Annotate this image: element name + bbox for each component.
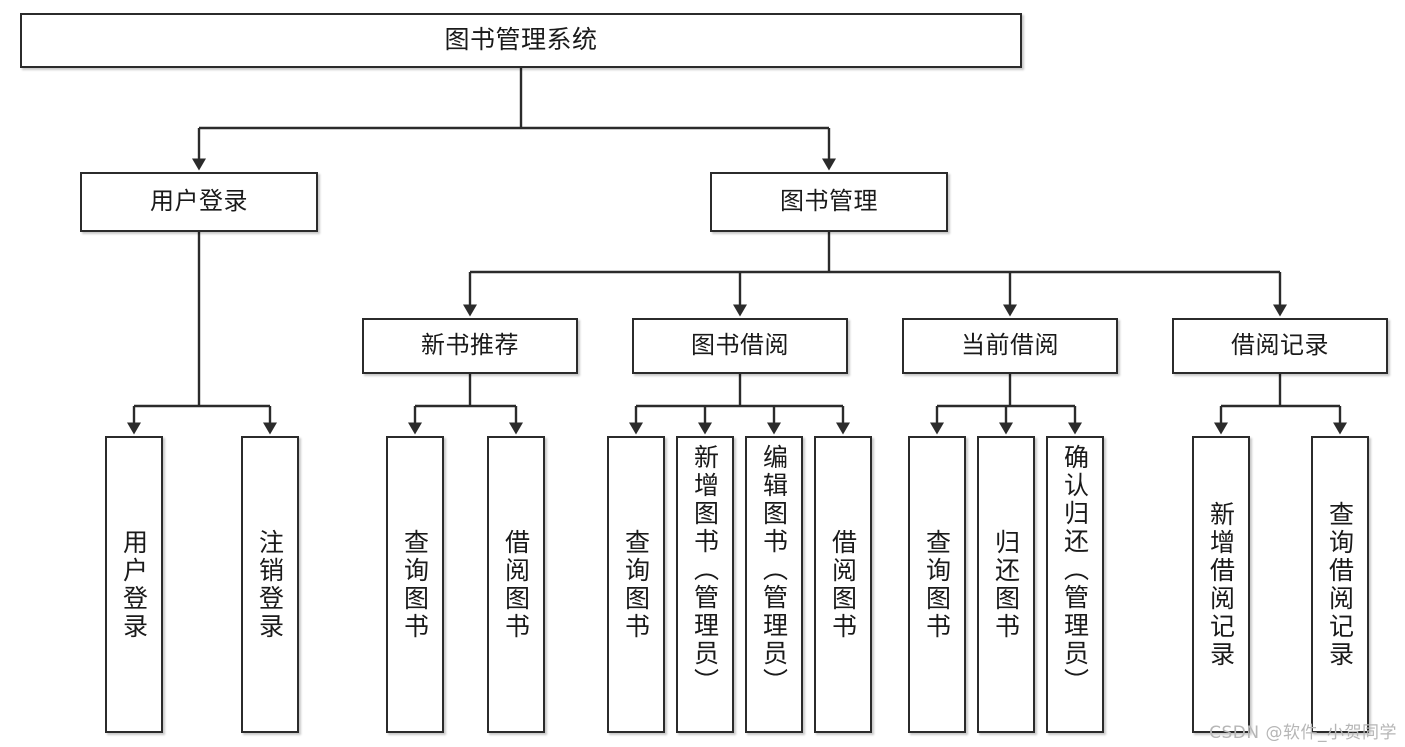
node-leaf-query-book-1-label: 查询图书 (400, 528, 430, 641)
node-root[interactable]: 图书管理系统 (20, 13, 1022, 68)
node-leaf-add-book-label: 新增图书（管理员） (690, 444, 720, 696)
node-leaf-query-book-3-label: 查询图书 (922, 528, 952, 641)
node-current-borrow[interactable]: 当前借阅 (902, 318, 1118, 374)
node-leaf-query-book-2-label: 查询图书 (621, 528, 651, 641)
node-leaf-edit-book-label: 编辑图书（管理员） (759, 444, 789, 696)
node-leaf-add-record-label: 新增借阅记录 (1206, 500, 1236, 669)
node-leaf-borrow-book-1-label: 借阅图书 (501, 528, 531, 641)
node-leaf-query-book-2[interactable]: 查询图书 (607, 436, 665, 733)
node-root-label: 图书管理系统 (444, 25, 598, 55)
node-leaf-query-record-label: 查询借阅记录 (1325, 500, 1355, 669)
node-leaf-add-book[interactable]: 新增图书（管理员） (676, 436, 734, 733)
node-leaf-user-login-label: 用户登录 (119, 528, 149, 641)
node-borrow-record-label: 借阅记录 (1231, 331, 1329, 360)
node-book-manage-label: 图书管理 (780, 187, 878, 216)
node-leaf-return-book-label: 归还图书 (991, 528, 1021, 641)
node-leaf-borrow-book-2-label: 借阅图书 (828, 528, 858, 641)
node-leaf-edit-book[interactable]: 编辑图书（管理员） (745, 436, 803, 733)
node-leaf-confirm-return[interactable]: 确认归还（管理员） (1046, 436, 1104, 733)
node-book-borrow[interactable]: 图书借阅 (632, 318, 848, 374)
node-user-login[interactable]: 用户登录 (80, 172, 318, 232)
node-leaf-borrow-book-2[interactable]: 借阅图书 (814, 436, 872, 733)
node-book-borrow-label: 图书借阅 (691, 331, 789, 360)
node-leaf-add-record[interactable]: 新增借阅记录 (1192, 436, 1250, 733)
node-leaf-borrow-book-1[interactable]: 借阅图书 (487, 436, 545, 733)
node-leaf-logout-label: 注销登录 (255, 528, 285, 641)
node-borrow-record[interactable]: 借阅记录 (1172, 318, 1388, 374)
node-leaf-user-login[interactable]: 用户登录 (105, 436, 163, 733)
node-leaf-query-record[interactable]: 查询借阅记录 (1311, 436, 1369, 733)
csdn-watermark: CSDN @软件_小贺同学 (1209, 723, 1397, 743)
node-user-login-label: 用户登录 (150, 187, 248, 216)
node-leaf-return-book[interactable]: 归还图书 (977, 436, 1035, 733)
node-leaf-query-book-3[interactable]: 查询图书 (908, 436, 966, 733)
node-new-book-recommend[interactable]: 新书推荐 (362, 318, 578, 374)
node-book-manage[interactable]: 图书管理 (710, 172, 948, 232)
node-leaf-confirm-return-label: 确认归还（管理员） (1060, 444, 1090, 696)
node-new-book-recommend-label: 新书推荐 (421, 331, 519, 360)
node-leaf-logout[interactable]: 注销登录 (241, 436, 299, 733)
node-current-borrow-label: 当前借阅 (961, 331, 1059, 360)
node-leaf-query-book-1[interactable]: 查询图书 (386, 436, 444, 733)
